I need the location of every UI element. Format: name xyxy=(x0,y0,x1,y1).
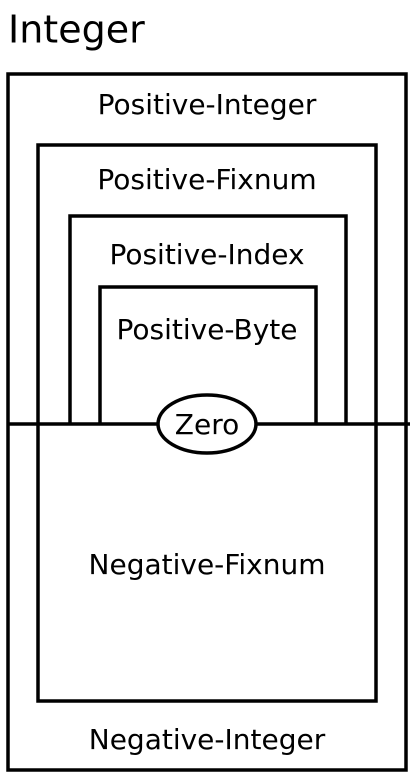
positive-fixnum-label: Positive-Fixnum xyxy=(97,163,316,196)
negative-integer-label: Negative-Integer xyxy=(89,723,326,756)
positive-index-box xyxy=(68,214,348,424)
diagram-title: Integer xyxy=(8,8,145,52)
negative-fixnum-label: Negative-Fixnum xyxy=(89,548,326,581)
zero-label: Zero xyxy=(175,408,239,441)
positive-byte-box xyxy=(98,285,318,424)
integer-box xyxy=(6,72,408,772)
positive-byte-label: Positive-Byte xyxy=(116,313,297,346)
positive-integer-label: Positive-Integer xyxy=(98,88,317,121)
zero-ellipse xyxy=(156,393,258,455)
positive-index-label: Positive-Index xyxy=(109,238,304,271)
